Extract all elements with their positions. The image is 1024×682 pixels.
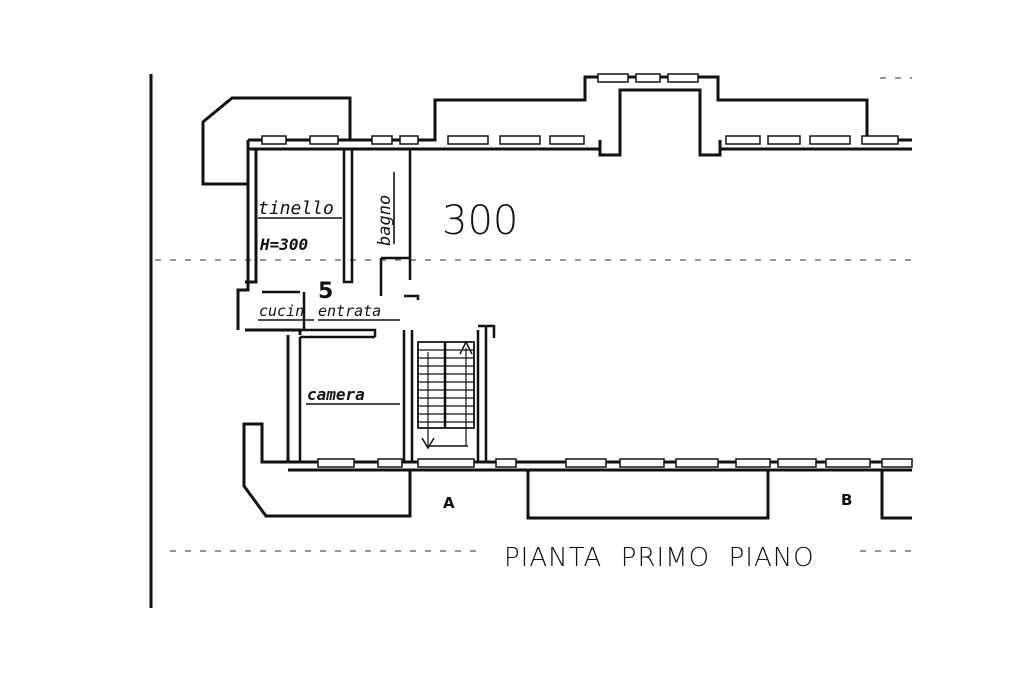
room-height-label: H=300 (259, 235, 308, 254)
interior-walls (262, 149, 420, 462)
label-underlines (258, 172, 400, 405)
windows (261, 73, 913, 468)
section-marker-b: B (841, 491, 852, 509)
plan-caption: PIANTA PRIMO PIANO (504, 543, 815, 573)
room-label-tinello: tinello (258, 198, 334, 219)
room-label-cucina: cucin (259, 302, 304, 320)
unit-number: 5 (318, 279, 333, 304)
room-label-entrata: entrata (318, 302, 381, 320)
height-annotation-300: 300 (442, 198, 518, 244)
dashed-guide-lines (155, 77, 912, 552)
section-marker-a: A (443, 494, 455, 512)
room-label-bagno: bagno (375, 195, 395, 246)
stairwell (402, 324, 496, 462)
room-label-camera: camera (307, 385, 365, 404)
